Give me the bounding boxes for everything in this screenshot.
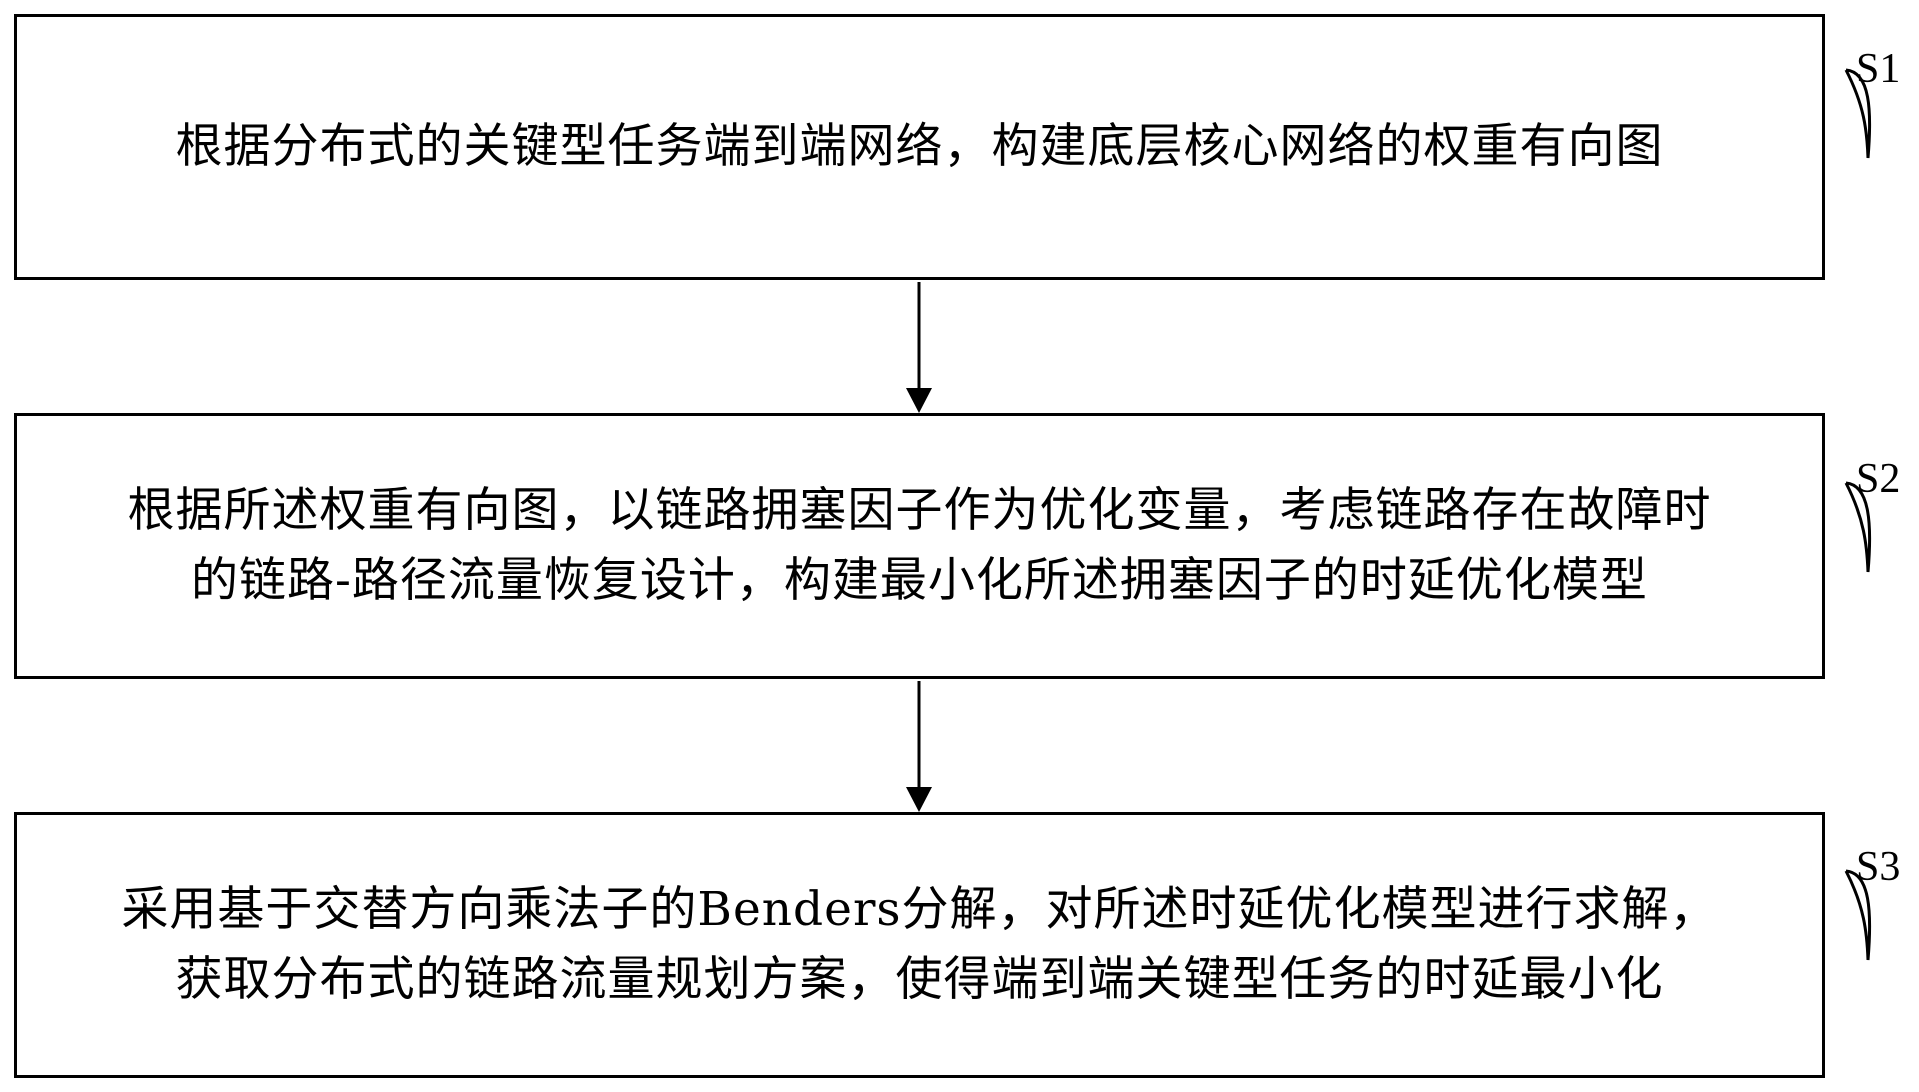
step-box-s3: 采用基于交替方向乘法子的Benders分解，对所述时延优化模型进行求解， 获取分… [14, 812, 1825, 1078]
step-s1-line-1: 根据分布式的关键型任务端到端网络，构建底层核心网络的权重有向图 [175, 119, 1664, 174]
step-s3-line-1: 采用基于交替方向乘法子的Benders分解，对所述时延优化模型进行求解， [121, 882, 1718, 937]
step-text-s2: 根据所述权重有向图，以链路拥塞因子作为优化变量，考虑链路存在故障时 的链路-路径… [128, 476, 1712, 616]
step-s3-line-2: 获取分布式的链路流量规划方案，使得端到端关键型任务的时延最小化 [175, 952, 1664, 1007]
arrow-s2-to-s3 [906, 681, 932, 812]
step-s2-line-1: 根据所述权重有向图，以链路拥塞因子作为优化变量，考虑链路存在故障时 [127, 483, 1712, 538]
step-box-s2: 根据所述权重有向图，以链路拥塞因子作为优化变量，考虑链路存在故障时 的链路-路径… [14, 413, 1825, 679]
step-box-s1: 根据分布式的关键型任务端到端网络，构建底层核心网络的权重有向图 [14, 14, 1825, 280]
step-label-s1: S1 [1856, 46, 1901, 92]
step-label-s2: S2 [1856, 456, 1901, 502]
step-text-s1: 根据分布式的关键型任务端到端网络，构建底层核心网络的权重有向图 [176, 112, 1664, 182]
step-label-s3: S3 [1856, 844, 1901, 890]
step-text-s3: 采用基于交替方向乘法子的Benders分解，对所述时延优化模型进行求解， 获取分… [121, 875, 1717, 1015]
step-s2-line-2: 的链路-路径流量恢复设计，构建最小化所述拥塞因子的时延优化模型 [191, 553, 1648, 608]
arrow-s1-to-s2 [906, 282, 932, 413]
